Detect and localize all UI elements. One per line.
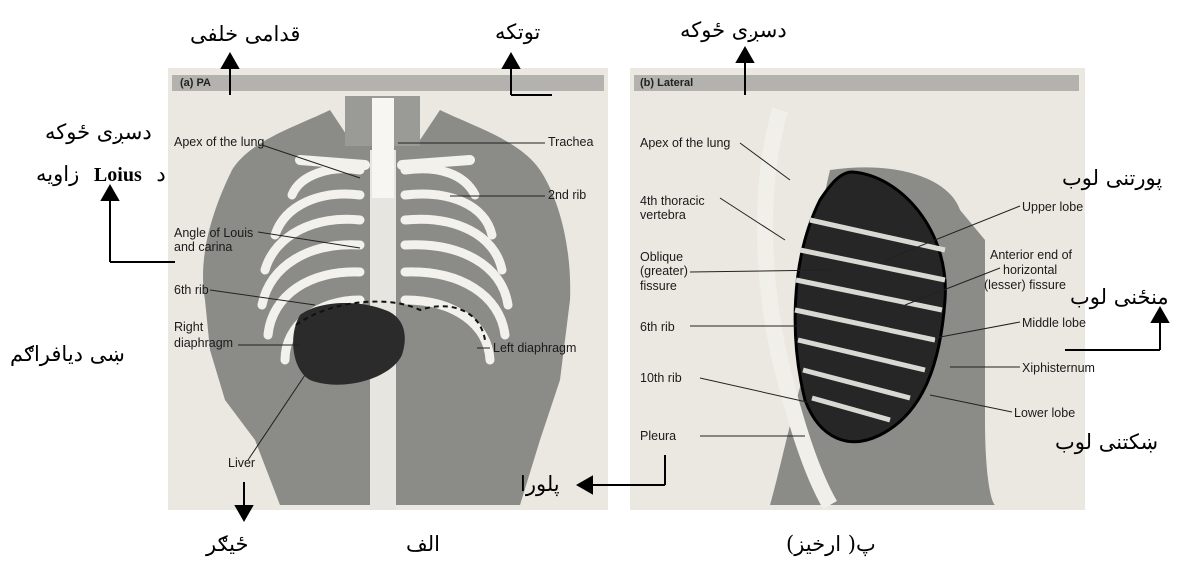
pashto-pleura: پلورا xyxy=(520,472,560,496)
lateral-apex-label: Apex of the lung xyxy=(640,136,730,150)
pashto-right-diaphragm: ښی دیافراګم xyxy=(10,342,125,366)
lateral-oblique-label-2: (greater) xyxy=(640,264,688,278)
pa-header-bar xyxy=(172,75,604,91)
lateral-t4-label-2: vertebra xyxy=(640,208,686,222)
pashto-angle-of-louis: زاویه Loius د xyxy=(36,162,166,187)
pashto-lower-lobe: ښکتنی لوب xyxy=(1055,430,1158,454)
pashto-anterior-posterior: قدامی خلفی xyxy=(190,22,300,46)
pa-second-rib-label: 2nd rib xyxy=(548,188,586,202)
pa-right-diaphragm-label-2: diaphragm xyxy=(174,336,233,350)
lateral-sixth-rib-label: 6th rib xyxy=(640,320,675,334)
pa-angle-louis-label-1: Angle of Louis xyxy=(174,226,253,240)
lateral-oblique-label-1: Oblique xyxy=(640,250,683,264)
lateral-anterior-end-label-1: Anterior end of xyxy=(990,248,1072,262)
pa-trachea xyxy=(372,98,394,198)
pashto-trachea: توتکه xyxy=(495,20,540,44)
lateral-upper-lobe-label: Upper lobe xyxy=(1022,200,1083,214)
lateral-lower-lobe-label: Lower lobe xyxy=(1014,406,1075,420)
lateral-anterior-end-label-2: horizontal xyxy=(1003,263,1057,277)
pa-trachea-label: Trachea xyxy=(548,135,593,149)
pa-left-diaphragm-label: Left diaphragm xyxy=(493,341,576,355)
lateral-pleura-label: Pleura xyxy=(640,429,676,443)
lateral-header-label: (b) Lateral xyxy=(640,77,693,89)
lateral-header-bar xyxy=(634,75,1079,91)
pashto-angle-louis-prefix: د xyxy=(156,162,165,186)
caption-panel-b: پ( ارخیز) xyxy=(786,532,876,556)
pa-liver-label: Liver xyxy=(228,456,255,470)
lateral-anterior-end-label-3: (lesser) fissure xyxy=(984,278,1066,292)
lateral-tenth-rib-label: 10th rib xyxy=(640,371,682,385)
pashto-upper-lobe: پورتنی لوب xyxy=(1062,166,1162,190)
pa-angle-louis-label-2: and carina xyxy=(174,240,232,254)
pa-apex-label: Apex of the lung xyxy=(174,135,264,149)
lateral-xiphisternum-label: Xiphisternum xyxy=(1022,361,1095,375)
caption-panel-a: الف xyxy=(406,532,440,556)
pashto-angle-louis-name: Loius xyxy=(94,164,142,186)
pashto-middle-lobe: منځنی لوب xyxy=(1070,285,1169,309)
lateral-t4-label-1: 4th thoracic xyxy=(640,194,705,208)
pashto-liver: ځیګر xyxy=(206,532,249,556)
pa-right-diaphragm-label-1: Right xyxy=(174,320,203,334)
pashto-angle-louis-suffix: زاویه xyxy=(36,162,79,186)
pashto-apex-left: دسږی ځوکه xyxy=(45,120,152,144)
pashto-apex-top: دسږی ځوکه xyxy=(680,18,787,42)
pa-header-label: (a) PA xyxy=(180,77,211,89)
lateral-oblique-label-3: fissure xyxy=(640,279,677,293)
pa-sixth-rib-label: 6th rib xyxy=(174,283,209,297)
lateral-middle-lobe-label: Middle lobe xyxy=(1022,316,1086,330)
